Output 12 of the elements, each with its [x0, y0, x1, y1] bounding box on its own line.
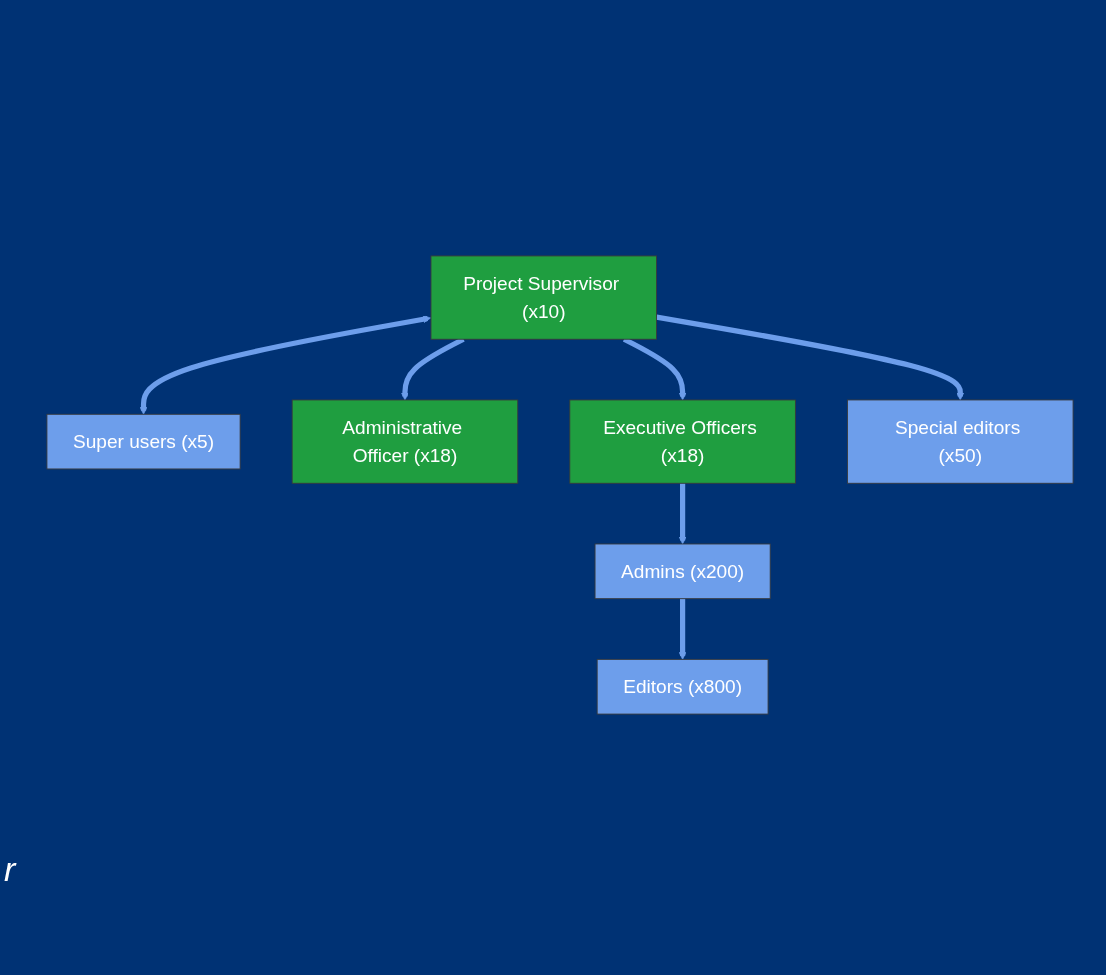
node-box: Executive Officers (x18) — [569, 399, 796, 484]
note-text: r — [4, 850, 16, 888]
arrow — [678, 483, 687, 545]
node-box: Special editors (x50) — [847, 399, 1074, 484]
arrow — [678, 598, 687, 660]
node-box: Administrative Officer (x18) — [291, 399, 519, 484]
node-box: Project Supervisor (x10) — [430, 255, 657, 340]
arrow — [139, 315, 431, 415]
node-box: Admins (x200) — [594, 543, 771, 600]
node-box: Super users (x5) — [46, 413, 241, 470]
node-box: Editors (x800) — [596, 658, 769, 715]
arrow — [656, 314, 965, 401]
